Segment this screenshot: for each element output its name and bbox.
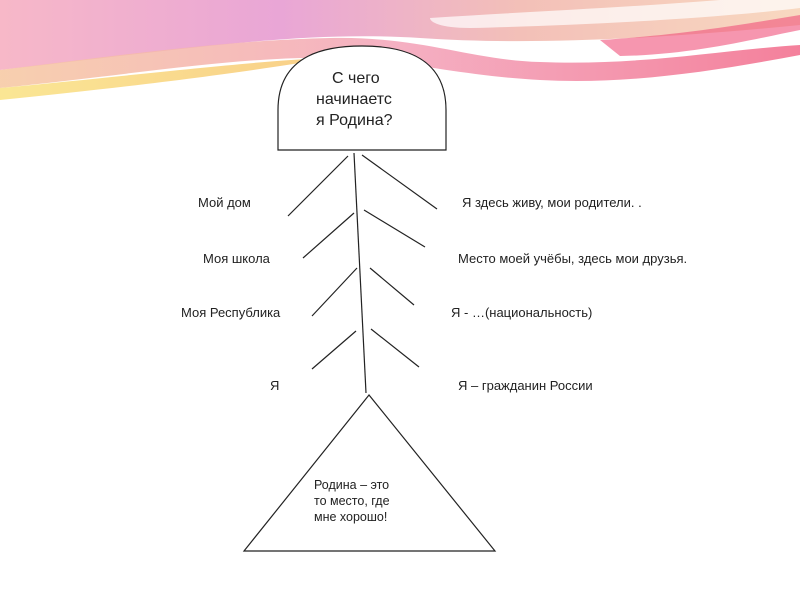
right-bone-2 [363,209,426,248]
right-label-nationality: Я - …(национальность) [451,305,593,320]
diagram-tail-triangle [242,394,497,552]
left-label-my-school: Моя школа [203,251,270,266]
right-bone-1 [361,154,438,210]
left-label-my-republic: Моя Республика [181,305,281,320]
tail-line-1: Родина – это [314,478,390,492]
right-label-school-desc: Место моей учёбы, здесь мои друзья. [458,251,688,266]
tail-line-2: то место, где [314,494,390,508]
yellow-swoosh [0,58,330,100]
head-line-1: С чего [332,70,380,87]
head-line-2: начинаетс [316,91,392,108]
left-label-my-home: Мой дом [198,195,251,210]
head-line-3: я Родина? [316,112,393,129]
diagram-tail-text: Родина – это то место, где мне хорошо! [300,477,420,525]
white-swoosh [430,0,800,28]
left-bone-1 [287,155,349,217]
right-label-citizen: Я – гражданин России [458,378,593,393]
diagram-head-shape [277,45,447,151]
right-bone-3 [369,267,415,306]
diagram-head-text: С чего начинаетс я Родина? [300,68,424,131]
spine-line [353,152,367,394]
right-bone-4 [370,328,420,368]
left-bone-4 [311,330,357,370]
tail-line-3: мне хорошо! [314,510,388,524]
right-label-home-desc: Я здесь живу, мои родители. . [462,195,642,210]
left-bone-3 [311,267,358,317]
left-bone-2 [302,212,355,259]
left-label-me: Я [270,378,280,393]
red-swoosh [600,15,800,56]
